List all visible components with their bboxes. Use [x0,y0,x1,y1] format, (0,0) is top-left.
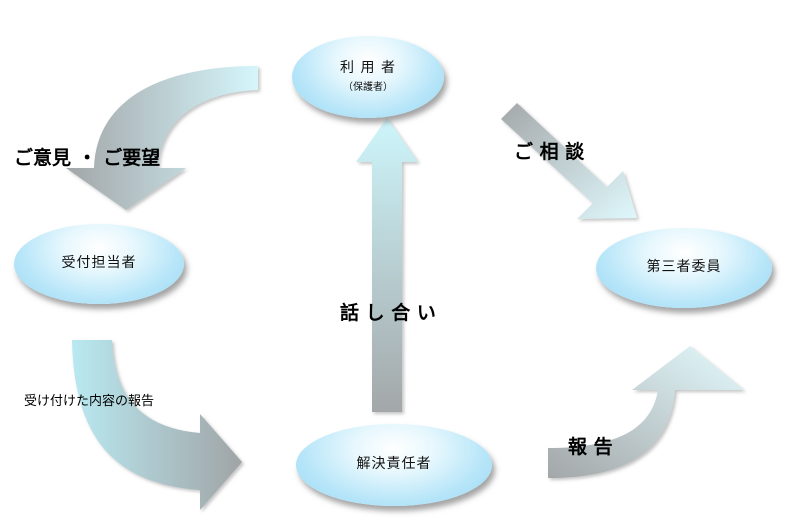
label-consultation: ご 相 談 [514,141,585,163]
arrow-resolver-to-user [356,118,418,412]
node-user-sub: （保護者） [343,82,393,94]
label-report-received: 受け付けた内容の報告 [24,394,155,409]
label-report: 報 告 [568,436,613,458]
node-user-label: 利 用 者 [340,59,396,76]
node-third-party: 第三者委員 [596,228,772,308]
node-receptionist: 受付担当者 [14,224,184,304]
node-third-party-label: 第三者委員 [646,259,722,276]
node-resolver-label: 解決責任者 [356,456,432,473]
arrow-user-to-receptionist [66,66,258,210]
node-user: 利 用 者 （保護者） [292,36,444,118]
node-resolver: 解決責任者 [296,424,492,506]
arrow-user-to-third-party [501,103,637,219]
arrow-receptionist-to-resolver [72,340,242,510]
label-discussion: 話 し 合 い [340,302,436,324]
node-receptionist-label: 受付担当者 [61,255,137,272]
label-opinion-request: ご意見 ・ ご要望 [14,147,161,169]
arrow-resolver-to-third-party [548,346,744,478]
